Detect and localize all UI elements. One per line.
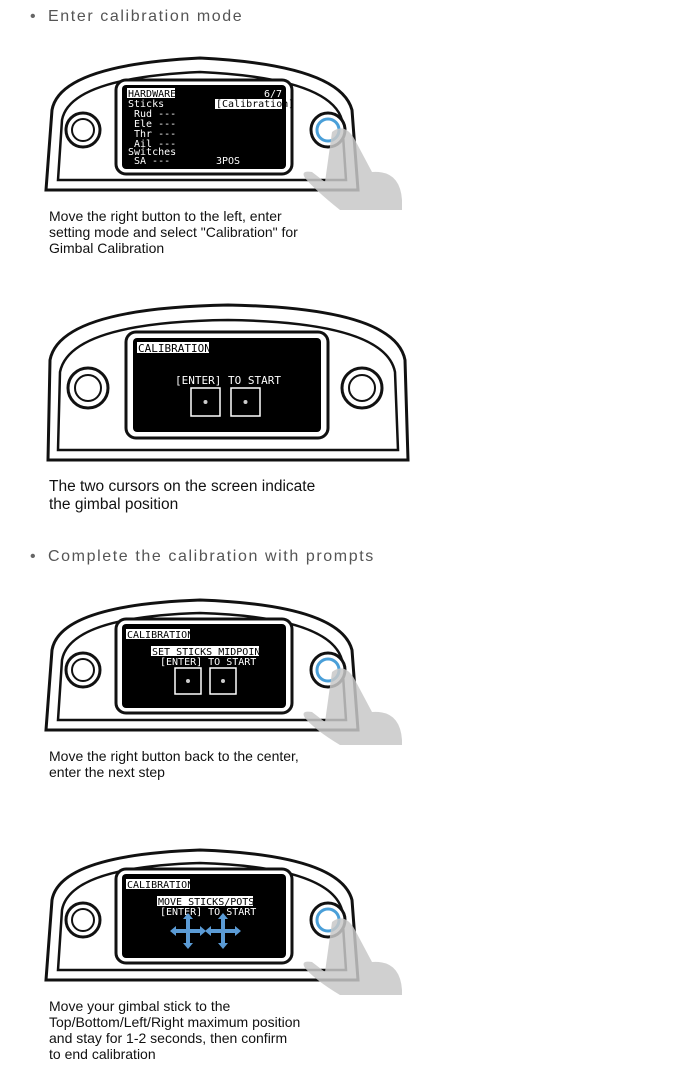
- svg-text:SA ---: SA ---: [134, 156, 170, 167]
- radio-illustration-calibration: CALIBRATION [ENTER] TO START: [46, 303, 410, 462]
- svg-text:Thr ---: Thr ---: [134, 129, 176, 140]
- radio-illustration-move-sticks: CALIBRATION MOVE STICKS/POTS [ENTER] TO …: [44, 848, 402, 995]
- svg-text:SET STICKS MIDPOINT: SET STICKS MIDPOINT: [152, 647, 266, 658]
- svg-text:CALIBRATION: CALIBRATION: [127, 630, 193, 641]
- svg-text:Rud ---: Rud ---: [134, 109, 176, 120]
- finger-icon: [303, 918, 402, 995]
- right-cursor-box: [230, 387, 261, 417]
- radio-illustration-midpoint: CALIBRATION SET STICKS MIDPOINT [ENTER] …: [44, 598, 402, 745]
- step-bullet-1: Enter calibration mode: [30, 8, 243, 26]
- left-cursor-box: [190, 387, 221, 417]
- step-label: Complete the calibration with prompts: [48, 548, 375, 565]
- svg-text:CALIBRATION: CALIBRATION: [127, 880, 193, 891]
- svg-text:HARDWARE: HARDWARE: [128, 89, 176, 100]
- caption-step-4: Move your gimbal stick to the Top/Bottom…: [49, 998, 301, 1062]
- svg-text:3POS: 3POS: [216, 156, 240, 167]
- svg-text:Ele ---: Ele ---: [134, 119, 176, 130]
- svg-text:[ENTER] TO START: [ENTER] TO START: [175, 374, 281, 387]
- svg-text:6/7: 6/7: [264, 89, 282, 100]
- svg-text:Switches: Switches: [128, 147, 176, 158]
- svg-text:[ENTER] TO START: [ENTER] TO START: [160, 657, 256, 668]
- step-label: Enter calibration mode: [48, 8, 244, 25]
- finger-icon: [303, 128, 402, 210]
- arrows-icon: [174, 917, 237, 945]
- svg-text:[ENTER] TO START: [ENTER] TO START: [160, 907, 256, 918]
- svg-text:MOVE STICKS/POTS: MOVE STICKS/POTS: [158, 897, 254, 908]
- svg-text:CALIBRATION: CALIBRATION: [138, 342, 211, 355]
- step-bullet-2: Complete the calibration with prompts: [30, 548, 375, 566]
- svg-text:Ail ---: Ail ---: [134, 139, 176, 150]
- caption-step-1: Move the right button to the left, enter…: [49, 208, 298, 256]
- caption-step-3: Move the right button back to the center…: [49, 748, 299, 780]
- left-button: [64, 111, 102, 149]
- svg-text:[Calibration]: [Calibration]: [216, 99, 294, 110]
- svg-text:Sticks: Sticks: [128, 99, 164, 110]
- caption-step-2: The two cursors on the screen indicate t…: [49, 478, 316, 513]
- finger-icon: [303, 668, 402, 745]
- radio-illustration-hardware: HARDWARE 6/7 Sticks [Calibration] Rud --…: [44, 56, 402, 210]
